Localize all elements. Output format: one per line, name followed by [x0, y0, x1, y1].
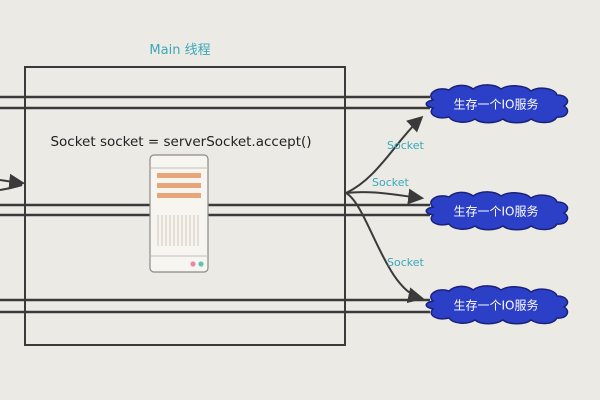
io-service-cloud-1: 生存一个IO服务: [425, 84, 569, 124]
incoming-arrows: [0, 173, 26, 191]
main-thread-label: Main 线程: [149, 43, 210, 58]
pipe-middle: [0, 203, 430, 217]
server-icon: [149, 154, 209, 273]
io-service-label-2: 生存一个IO服务: [454, 204, 539, 219]
io-service-cloud-3: 生存一个IO服务: [425, 285, 569, 325]
accept-code: Socket socket = serverSocket.accept(): [50, 134, 311, 150]
socket-label-3: Socket: [387, 256, 425, 269]
socket-label-2: Socket: [372, 176, 410, 189]
io-service-cloud-2: 生存一个IO服务: [425, 191, 569, 231]
socket-arrows: [345, 115, 425, 304]
socket-label-1: Socket: [387, 139, 425, 152]
io-service-label-3: 生存一个IO服务: [454, 298, 539, 313]
pipe-bottom: [0, 298, 430, 314]
pipe-top: [0, 95, 430, 110]
io-service-label-1: 生存一个IO服务: [454, 97, 539, 112]
